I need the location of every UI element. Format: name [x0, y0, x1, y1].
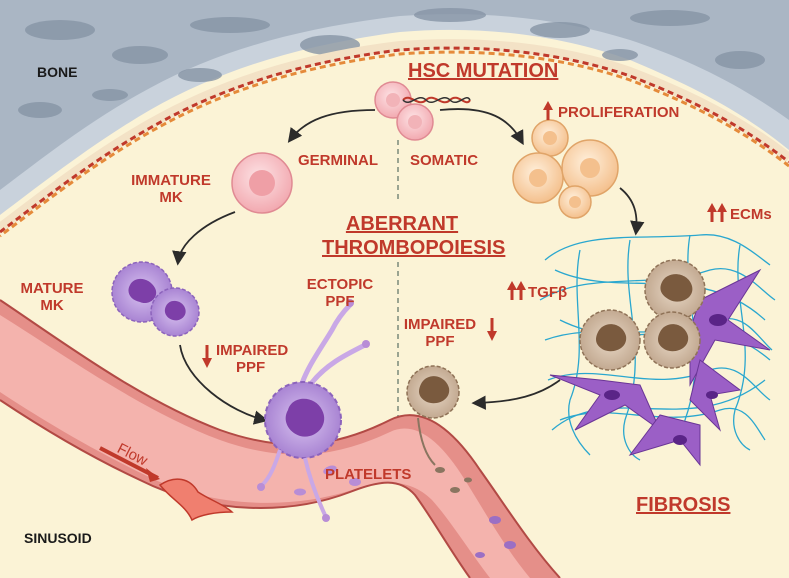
mature-mk-line2: MK [40, 297, 64, 315]
mature-mk-cells [111, 261, 200, 337]
ectopic-ppf-label: ECTOPIC PPF [300, 276, 380, 311]
impaired-ppf-right-line2: PPF [425, 333, 455, 351]
mature-mk-line1: MATURE [20, 280, 84, 297]
bone-label: BONE [37, 64, 78, 80]
impaired-ppf-right-line1: IMPAIRED [403, 316, 477, 333]
arrow-immature-to-mature [172, 211, 236, 266]
hsc-cells [374, 81, 471, 141]
germinal-label: GERMINAL [298, 152, 378, 169]
aberrant-thrombopoiesis-title: ABERRANT THROMBOPOIESIS [322, 212, 506, 260]
arrow-somatic [439, 108, 524, 146]
indicator-arrows [202, 101, 727, 368]
proplatelet-mk [257, 299, 370, 522]
tgfb-label: TGFβ [528, 284, 568, 301]
impaired-ppf-left-line2: PPF [236, 359, 266, 377]
arrow-germinal [287, 109, 376, 143]
mature-mk-label: MATURE MK [14, 280, 90, 315]
somatic-label: SOMATIC [410, 152, 479, 169]
hsc-mutation-title: HSC MUTATION [408, 60, 559, 82]
impaired-ppf-right-label: IMPAIRED PPF [396, 316, 484, 351]
bone-region [0, 0, 789, 238]
proliferating-cells [512, 119, 619, 219]
aberrant-line2: THROMBOPOIESIS [322, 237, 506, 259]
impaired-mk-cell [406, 365, 460, 466]
platelets-label: PLATELETS [325, 466, 412, 483]
ecms-label: ECMs [730, 206, 772, 223]
arrow-to-fibrosis [619, 187, 645, 236]
fibrosis-mesh [539, 234, 776, 467]
arrow-fibrosis-to-impaired [471, 379, 561, 410]
sinusoid-label: SINUSOID [24, 530, 92, 546]
fibrosis-title: FIBROSIS [636, 494, 731, 516]
arrow-mature-to-ppf [179, 344, 269, 425]
ectopic-ppf-line2: PPF [325, 293, 355, 311]
immature-mk-line1: IMMATURE [131, 172, 211, 189]
immature-mk-cell [231, 152, 293, 214]
proliferation-label: PROLIFERATION [558, 104, 680, 121]
immature-mk-line2: MK [159, 189, 183, 207]
impaired-ppf-left-label: IMPAIRED PPF [216, 342, 288, 377]
immature-mk-label: IMMATURE MK [128, 172, 214, 207]
impaired-ppf-left-line1: IMPAIRED [216, 342, 289, 359]
aberrant-line1: ABERRANT [345, 213, 459, 235]
ectopic-ppf-line1: ECTOPIC [306, 276, 374, 293]
